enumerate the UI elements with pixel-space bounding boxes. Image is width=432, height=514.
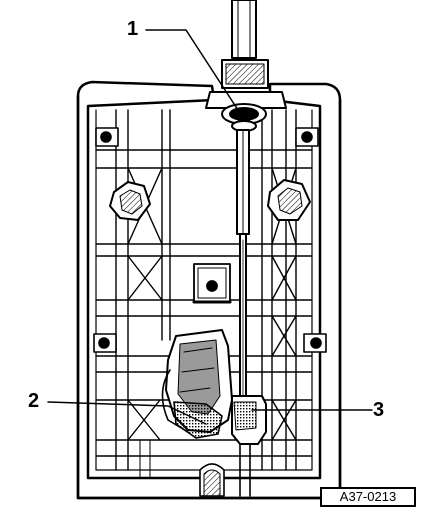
pivot-bracket bbox=[192, 263, 232, 304]
cable-clip bbox=[231, 395, 267, 497]
selector-lever bbox=[161, 329, 233, 439]
cable-guide bbox=[205, 0, 287, 132]
callout-2-label: 2 bbox=[28, 390, 40, 412]
callout-1-label: 1 bbox=[127, 18, 139, 40]
shift-rod bbox=[236, 129, 250, 411]
mounting-bosses bbox=[93, 127, 327, 353]
hex-nuts bbox=[109, 179, 311, 221]
callout-3-label: 3 bbox=[373, 399, 385, 421]
figure-reference-code: A37-0213 bbox=[320, 487, 416, 507]
lower-latch bbox=[139, 439, 225, 497]
leader-lines bbox=[47, 29, 373, 425]
